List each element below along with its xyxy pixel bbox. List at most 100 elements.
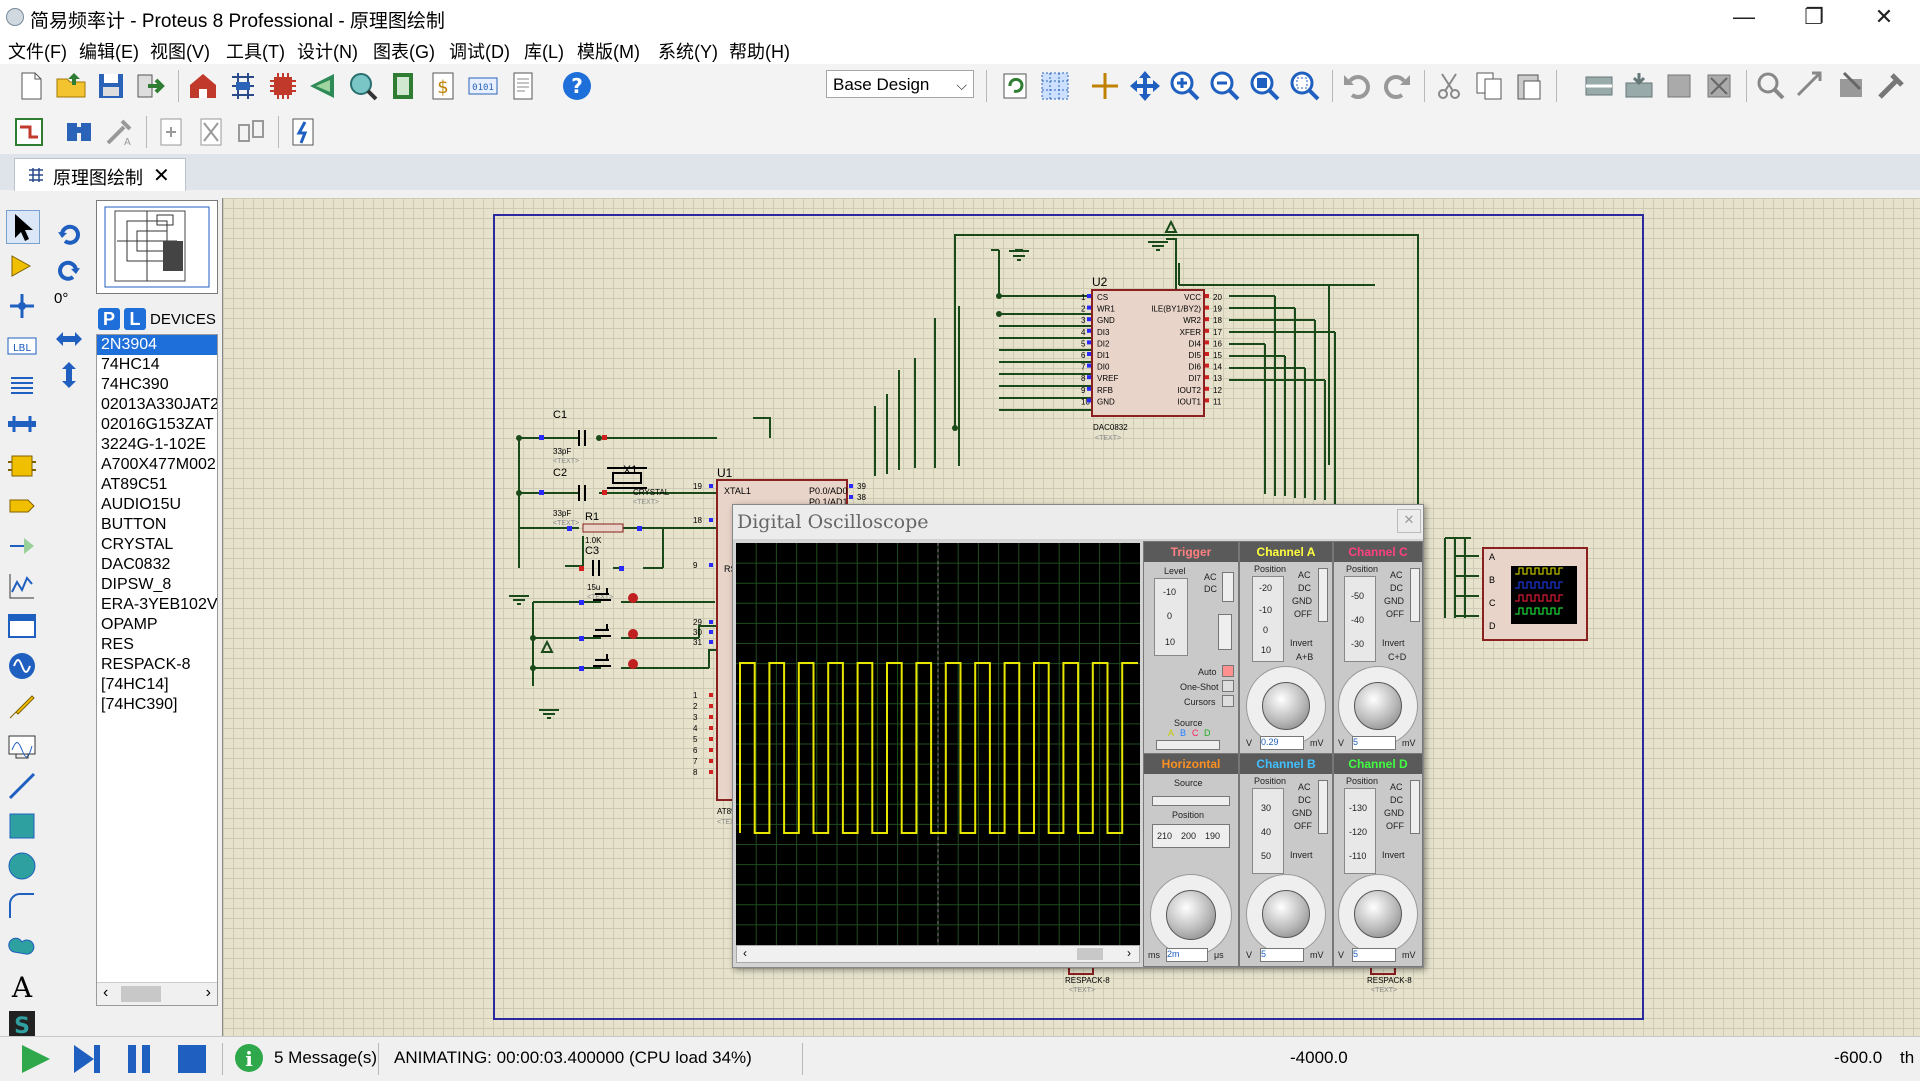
list-item[interactable]: AUDIO15U	[101, 496, 182, 513]
pcb-layout-icon[interactable]	[266, 69, 300, 103]
horizontal-position-slider[interactable]: 210 200 190	[1152, 824, 1230, 848]
message-count[interactable]: 5 Message(s)	[274, 1048, 377, 1067]
block-rotate-icon[interactable]	[1662, 69, 1696, 103]
minimize-button[interactable]: —	[1733, 4, 1755, 29]
list-item[interactable]: BUTTON	[101, 516, 167, 533]
wire-label-icon[interactable]: LBL	[6, 330, 38, 362]
electrical-rule-check-icon[interactable]	[286, 115, 320, 149]
scroll-left-icon[interactable]: ‹	[103, 984, 109, 1001]
circle-2d-icon[interactable]	[6, 850, 38, 882]
box-2d-icon[interactable]	[6, 810, 38, 842]
channel-c-position-slider[interactable]: -50 -40 -30	[1344, 576, 1376, 662]
help-icon[interactable]: ?	[560, 69, 594, 103]
play-button[interactable]	[18, 1043, 52, 1075]
mirror-x-icon[interactable]	[54, 324, 84, 359]
rotate-ccw-icon[interactable]	[54, 256, 84, 291]
list-item[interactable]: OPAMP	[101, 616, 158, 633]
list-item[interactable]: 02016G153ZAT	[101, 416, 214, 433]
text-2d-icon[interactable]: A	[6, 970, 38, 1004]
package-tool-icon[interactable]	[1834, 69, 1868, 103]
stop-button[interactable]	[176, 1043, 208, 1075]
new-file-icon[interactable]	[14, 69, 48, 103]
channel-d-coupling-switch[interactable]	[1410, 780, 1420, 834]
block-copy-icon[interactable]	[1582, 69, 1616, 103]
trigger-edge-switch[interactable]	[1218, 614, 1232, 650]
redo-icon[interactable]	[1380, 69, 1414, 103]
new-sheet-icon[interactable]	[154, 115, 188, 149]
trigger-source-slider[interactable]	[1156, 740, 1220, 750]
horizontal-scrollbar[interactable]: ‹ ›	[97, 982, 217, 1005]
save-icon[interactable]	[94, 69, 128, 103]
tab-close-button[interactable]: ✕	[153, 165, 170, 187]
gerber-viewer-icon[interactable]	[346, 69, 380, 103]
scroll-right-icon[interactable]: ›	[205, 984, 211, 1001]
menu-graph[interactable]: 图表(G)	[373, 42, 435, 62]
subcircuit-icon[interactable]	[6, 450, 38, 482]
exit-to-parent-icon[interactable]	[234, 115, 268, 149]
horizontal-source-slider[interactable]	[1152, 796, 1230, 806]
scroll-thumb[interactable]	[1077, 948, 1103, 960]
channel-d-volts-knob[interactable]	[1354, 890, 1402, 938]
scope-display[interactable]	[736, 543, 1140, 945]
channel-d-position-slider[interactable]: -130 -120 -110	[1344, 788, 1376, 874]
units-indicator[interactable]: th	[1900, 1048, 1915, 1067]
scroll-thumb[interactable]	[121, 986, 161, 1002]
channel-c-volts-knob[interactable]	[1354, 682, 1402, 730]
zoom-out-icon[interactable]	[1208, 69, 1242, 103]
toggle-grid-icon[interactable]	[1038, 69, 1072, 103]
notes-icon[interactable]	[506, 69, 540, 103]
digital-oscilloscope-window[interactable]: Digital Oscilloscope ✕ ‹ › Trigger Level…	[732, 504, 1424, 968]
scroll-left-icon[interactable]: ‹	[743, 946, 747, 960]
channel-b-position-slider[interactable]: 30 40 50	[1252, 788, 1284, 874]
virtual-instruments-icon[interactable]	[6, 730, 38, 762]
oscilloscope-close-button[interactable]: ✕	[1397, 509, 1421, 533]
menu-library[interactable]: 库(L)	[524, 42, 564, 62]
rotate-cw-icon[interactable]	[54, 220, 84, 255]
overview-preview[interactable]	[96, 200, 218, 294]
scope-scrollbar[interactable]: ‹ ›	[736, 945, 1140, 963]
close-button[interactable]: ✕	[1874, 4, 1894, 29]
origin-icon[interactable]	[1088, 69, 1122, 103]
home-icon[interactable]	[186, 69, 220, 103]
menu-view[interactable]: 视图(V)	[150, 42, 210, 62]
paste-icon[interactable]	[1512, 69, 1546, 103]
channel-b-volts-value[interactable]: 5	[1260, 948, 1304, 962]
copy-icon[interactable]	[1472, 69, 1506, 103]
line-2d-icon[interactable]	[6, 770, 38, 802]
rotation-angle[interactable]: 0°	[54, 290, 69, 307]
menu-edit[interactable]: 编辑(E)	[79, 42, 139, 62]
list-item[interactable]: 3224G-1-102E	[101, 436, 206, 453]
selection-mode-icon[interactable]	[6, 210, 40, 244]
list-item[interactable]: 2N3904	[97, 335, 217, 355]
bill-of-materials-icon[interactable]: $	[426, 69, 460, 103]
oscilloscope-title-bar[interactable]: Digital Oscilloscope ✕	[733, 505, 1423, 539]
menu-file[interactable]: 文件(F)	[8, 42, 67, 62]
channel-b-volts-knob[interactable]	[1262, 890, 1310, 938]
list-item[interactable]: RESPACK-8	[101, 656, 191, 673]
trigger-coupling-switch[interactable]	[1222, 572, 1234, 602]
menu-design[interactable]: 设计(N)	[297, 42, 358, 62]
import-icon[interactable]	[134, 69, 168, 103]
horizontal-time-value[interactable]: 2m	[1166, 948, 1208, 962]
design-explorer-icon[interactable]	[386, 69, 420, 103]
terminals-icon[interactable]	[6, 490, 38, 522]
device-list[interactable]: 2N3904 74HC14 74HC390 02013A330JAT2 0201…	[96, 334, 218, 1006]
step-button[interactable]	[70, 1043, 104, 1075]
menu-template[interactable]: 模版(M)	[577, 42, 640, 62]
pause-button[interactable]	[126, 1043, 152, 1075]
zoom-in-icon[interactable]	[1168, 69, 1202, 103]
text-script-icon[interactable]	[6, 370, 38, 402]
pick-device-icon[interactable]	[1754, 69, 1788, 103]
cut-icon[interactable]	[1432, 69, 1466, 103]
graph-mode-icon[interactable]	[6, 570, 38, 602]
list-item[interactable]: RES	[101, 636, 134, 653]
tape-recorder-icon[interactable]	[6, 610, 38, 642]
channel-a-volts-value[interactable]: 0.29	[1260, 736, 1304, 750]
undo-icon[interactable]	[1340, 69, 1374, 103]
channel-a-coupling-switch[interactable]	[1318, 568, 1328, 622]
trigger-cursors-button[interactable]	[1222, 695, 1234, 707]
decompose-icon[interactable]	[1874, 69, 1908, 103]
library-manager-button[interactable]: L	[124, 308, 146, 330]
symbol-2d-icon[interactable]: S	[6, 1008, 38, 1040]
channel-a-position-slider[interactable]: -20 -10 0 10	[1252, 576, 1284, 662]
